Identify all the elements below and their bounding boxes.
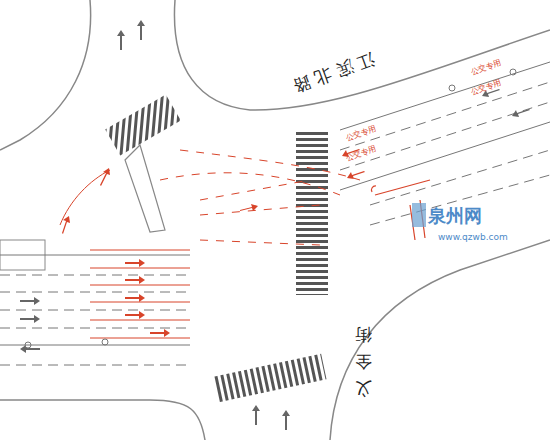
lane-text: 公交专用	[469, 57, 503, 77]
lane-text: 公交专用	[344, 123, 378, 143]
lane-arrow	[62, 168, 258, 337]
lane-arrow	[482, 89, 530, 117]
crosswalk	[105, 95, 181, 156]
watermark: 泉州网	[428, 204, 482, 228]
watermark-url: www.qzwb.com	[438, 232, 508, 242]
crosswalk	[213, 354, 326, 402]
lane-line	[340, 62, 550, 225]
lane-dot	[25, 69, 516, 348]
road-name: 义全街	[355, 320, 372, 402]
red-marking	[371, 180, 430, 240]
lane-line	[0, 255, 190, 365]
watermark-logo	[412, 203, 426, 227]
red-marking	[60, 150, 360, 338]
crosswalk	[296, 130, 328, 295]
lane-arrow	[20, 20, 290, 430]
lane-text: 公交专用	[344, 143, 378, 163]
